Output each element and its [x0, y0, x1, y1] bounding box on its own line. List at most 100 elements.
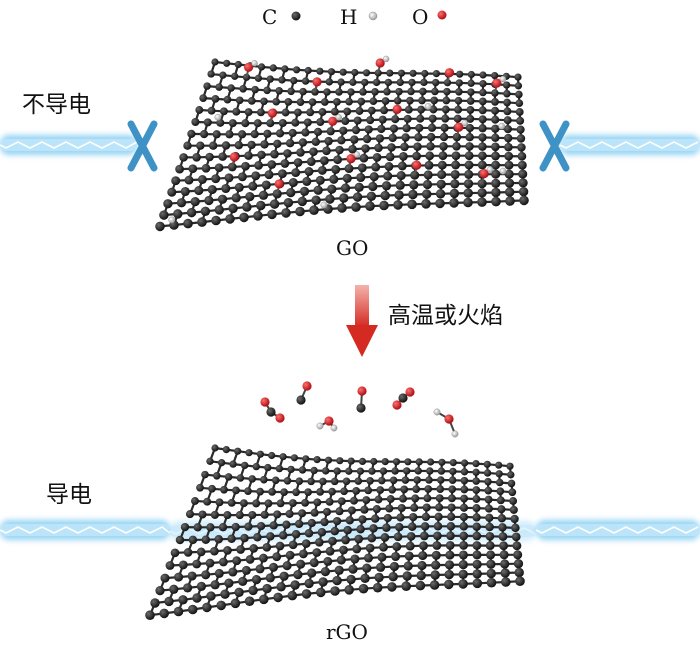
carbon-atoms — [145, 444, 525, 620]
carbon-atom — [348, 564, 358, 574]
carbon-atom — [357, 97, 366, 106]
carbon-atom — [449, 467, 457, 476]
carbon-atom — [491, 142, 500, 152]
carbon-atom — [231, 72, 239, 80]
carbon-atom — [491, 187, 501, 198]
carbon-atom — [435, 198, 445, 209]
carbon-atom — [203, 82, 211, 90]
carbon-atom — [273, 139, 282, 148]
bonds — [148, 446, 522, 617]
carbon-atom — [304, 578, 314, 589]
carbon-atom — [449, 198, 459, 208]
carbon-atom — [442, 96, 451, 105]
carbon-atom — [400, 485, 409, 494]
wire-top-right — [559, 135, 700, 155]
carbon-atom — [491, 160, 501, 170]
carbon-atom — [369, 524, 378, 533]
carbon-atom — [429, 580, 440, 590]
carbon-atom — [375, 562, 386, 572]
carbon-atom — [381, 97, 390, 105]
carbon-atom — [218, 523, 228, 532]
carbon-atom — [254, 74, 263, 82]
carbon-atom — [420, 78, 428, 87]
carbon-atom — [466, 97, 475, 105]
carbon-atom — [491, 115, 500, 124]
carbon-atom — [393, 532, 403, 542]
carbon-atom — [364, 125, 373, 134]
carbon-atom — [508, 488, 517, 497]
carbon-atom — [413, 476, 421, 484]
carbon-atom — [284, 98, 293, 106]
carbon-atom — [332, 575, 342, 586]
carbon-atom — [196, 581, 207, 592]
released-molecules — [260, 381, 459, 438]
carbon-atom — [429, 105, 438, 114]
carbon-atom — [415, 458, 423, 466]
carbon-atom — [516, 134, 526, 143]
carbon-atom — [502, 81, 511, 89]
carbon-atom — [304, 66, 312, 75]
carbon-atom — [185, 510, 195, 519]
hydroxyl-group — [375, 55, 390, 74]
carbon-atom — [498, 532, 508, 541]
carbon-atom — [199, 129, 209, 139]
carbon-atom — [375, 134, 385, 143]
carbon-atom — [409, 180, 419, 190]
carbon-atom — [479, 80, 487, 88]
carbon-atom — [500, 559, 510, 569]
carbon-atom — [478, 97, 487, 106]
carbon-atom — [446, 522, 456, 531]
carbon-atom — [253, 533, 262, 542]
carbon-atom — [460, 494, 469, 503]
carbon-atom — [175, 535, 185, 545]
carbon-atom — [350, 496, 358, 505]
carbon-atom — [362, 563, 372, 573]
carbon-atom — [198, 510, 207, 519]
carbon-atom — [435, 503, 444, 512]
carbon-atom — [450, 179, 460, 189]
carbon-atom — [276, 499, 285, 508]
carbon-atom — [440, 123, 449, 132]
carbon-atom — [349, 78, 357, 86]
carbon-atom — [342, 477, 351, 486]
carbon-atom — [326, 127, 335, 136]
carbon-atom — [235, 511, 244, 520]
carbon-atom — [267, 160, 277, 169]
carbon-atom — [327, 68, 336, 76]
carbon-atom — [336, 457, 344, 465]
carbon-atom — [293, 108, 302, 117]
carbon-atom — [308, 98, 317, 106]
carbon-atom — [225, 130, 234, 139]
carbon-atom — [478, 115, 487, 124]
carbon-atom — [401, 581, 412, 591]
carbon-atom — [282, 520, 291, 529]
carbon-atom — [163, 199, 173, 209]
carbon-atom — [423, 170, 433, 180]
carbon-atom — [444, 579, 454, 590]
carbon-atom — [339, 68, 347, 76]
carbon-atom — [443, 87, 451, 96]
hydroxyl-group — [454, 119, 469, 138]
carbon-atom — [401, 133, 410, 142]
carbon-atom — [455, 79, 463, 87]
carbon-atom — [219, 107, 228, 116]
hydrogen-atom — [498, 122, 506, 130]
carbon-atom — [459, 522, 469, 531]
carbon-atom — [322, 146, 331, 156]
carbon-atom — [351, 202, 361, 212]
carbon-atom — [463, 188, 473, 198]
carbon-atom — [422, 503, 431, 512]
carbon-atom — [313, 498, 322, 507]
carbon-atom — [296, 98, 305, 106]
carbon-atom — [239, 499, 248, 508]
carbon-atom — [213, 472, 221, 480]
carbon-atom — [370, 457, 378, 466]
carbon-atom — [364, 486, 373, 495]
carbon-atom — [406, 96, 414, 105]
carbon-atom — [232, 486, 240, 495]
carbon-atom — [212, 130, 221, 139]
carbon-atom — [215, 498, 224, 507]
carbon-atom — [396, 513, 405, 522]
carbon-atom — [447, 494, 456, 503]
carbon-atom — [472, 460, 480, 468]
